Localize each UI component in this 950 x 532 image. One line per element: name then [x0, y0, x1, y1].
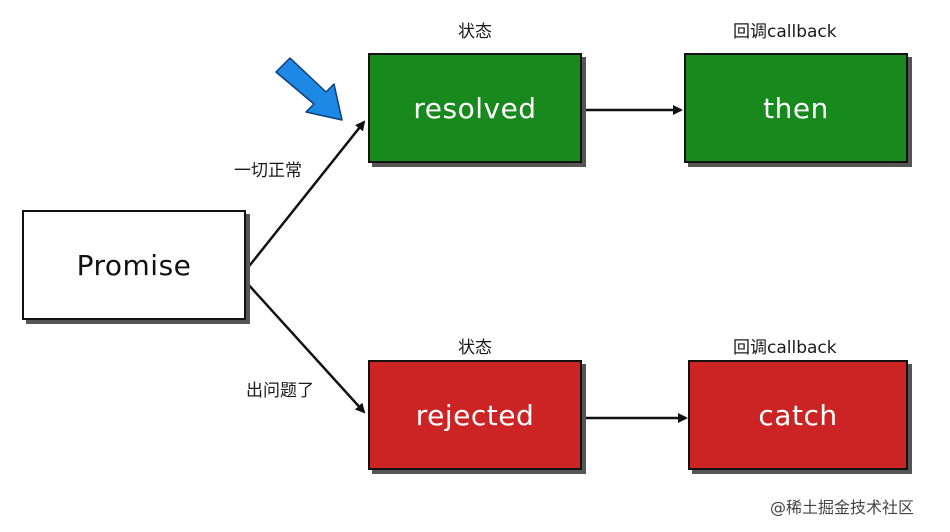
rejected-node: rejected [368, 360, 582, 470]
resolved-node-label: resolved [413, 91, 537, 125]
callback-label-top: 回调callback [733, 22, 837, 42]
rejected-node-label: rejected [415, 398, 535, 432]
watermark: @稀土掘金技术社区 [770, 498, 915, 517]
catch-node: catch [688, 360, 908, 470]
catch-node-label: catch [758, 398, 838, 432]
state-label-bottom: 状态 [458, 338, 492, 358]
resolved-node: resolved [368, 53, 582, 163]
state-label-top: 状态 [458, 22, 492, 42]
blue-pointer-arrow-icon [275, 57, 343, 121]
edge-label-rejected: 出问题了 [246, 381, 314, 401]
callback-label-bottom: 回调callback [733, 338, 837, 358]
edge-promise-to-resolved [245, 120, 366, 271]
then-node: then [684, 53, 908, 163]
promise-node-label: Promise [76, 248, 192, 282]
promise-node: Promise [22, 210, 246, 320]
then-node-label: then [763, 91, 829, 125]
edge-label-resolved: 一切正常 [234, 161, 302, 181]
